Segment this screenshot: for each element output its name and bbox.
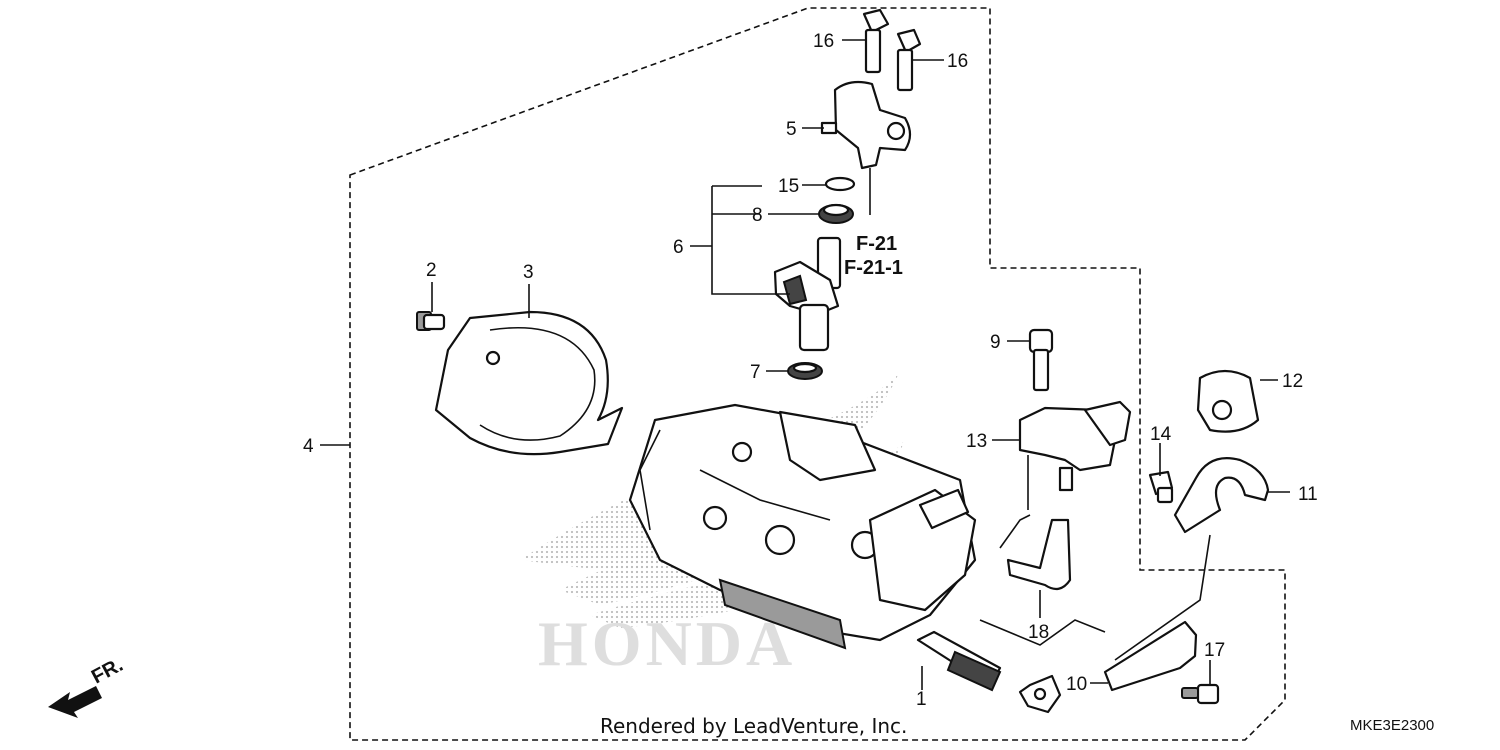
front-arrow-icon	[48, 686, 102, 718]
assembly-boundary	[349, 7, 1286, 741]
part-7-seal	[787, 362, 823, 380]
part-2-bolt	[416, 311, 446, 331]
part-6-injector	[773, 236, 842, 352]
part-16-bolt-left	[862, 8, 890, 74]
callout-17: 17	[1204, 640, 1225, 661]
callout-6: 6	[673, 237, 684, 258]
part-15-seal	[824, 176, 856, 192]
callout-9: 9	[990, 332, 1001, 353]
callouts: 16 16 5 15 8 6 7 2 3 4 9 13 12 14 11 18 …	[303, 31, 1318, 710]
part-9-bolt	[1028, 328, 1054, 392]
part-1-sensor	[916, 630, 1062, 714]
callout-4: 4	[303, 436, 314, 457]
front-direction-label: FR.	[88, 654, 127, 689]
callout-10: 10	[1066, 674, 1087, 695]
credit-text: Rendered by LeadVenture, Inc.	[600, 714, 907, 738]
part-18-hose	[1006, 518, 1072, 591]
part-14-bolt	[1148, 470, 1174, 504]
callout-11: 11	[1298, 484, 1318, 505]
part-17-bolt	[1181, 683, 1220, 705]
callout-1: 1	[916, 689, 927, 710]
part-5-cap	[820, 80, 912, 170]
callout-16a: 16	[813, 31, 834, 52]
part-12-grommet	[1196, 369, 1260, 433]
callout-5: 5	[786, 119, 797, 140]
honda-watermark-text: HONDA	[538, 608, 796, 679]
reference-f21: F-21	[856, 233, 897, 255]
callout-13: 13	[966, 431, 987, 452]
callout-8: 8	[752, 205, 763, 226]
part-11-clamp	[1173, 457, 1270, 534]
callout-16b: 16	[947, 51, 968, 72]
callout-12: 12	[1282, 371, 1303, 392]
reference-f21-1: F-21-1	[844, 257, 903, 279]
part-10-bracket	[1103, 620, 1198, 692]
part-13-sensor	[1018, 400, 1132, 492]
leader-lines	[320, 39, 1290, 690]
callout-2: 2	[426, 260, 437, 281]
part-16-bolt-right	[896, 28, 922, 92]
diagram-code: MKE3E2300	[1350, 717, 1434, 734]
callout-7: 7	[750, 362, 761, 383]
callout-15: 15	[778, 176, 799, 197]
part-3-cover	[434, 310, 624, 456]
callout-18: 18	[1028, 622, 1049, 643]
throttle-body	[628, 403, 977, 650]
callout-3: 3	[523, 262, 534, 283]
part-8-seal	[818, 203, 854, 224]
callout-14: 14	[1150, 424, 1172, 445]
